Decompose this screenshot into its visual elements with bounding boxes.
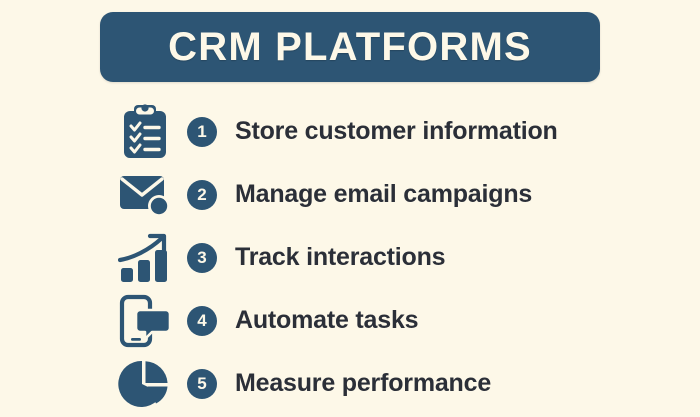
feature-list: 1 Store customer information 2 Manage em… <box>0 100 700 415</box>
list-item-label: Measure performance <box>235 369 492 397</box>
list-item-number: 3 <box>187 242 217 273</box>
list-item-label: Automate tasks <box>235 306 419 334</box>
page-title: CRM PLATFORMS <box>168 25 532 69</box>
list-item-label: Store customer information <box>235 117 558 145</box>
clipboard-checklist-icon <box>105 103 185 160</box>
mobile-chat-icon <box>105 294 185 348</box>
list-item: 5 Measure performance <box>0 352 700 415</box>
pie-chart-icon <box>105 358 185 410</box>
list-item-number: 2 <box>187 179 217 210</box>
list-item-number: 1 <box>187 116 217 147</box>
list-item: 3 Track interactions <box>0 226 700 289</box>
list-item: 2 Manage email campaigns <box>0 163 700 226</box>
list-item: 1 Store customer information <box>0 100 700 163</box>
list-item-label: Track interactions <box>235 243 446 271</box>
list-item-label: Manage email campaigns <box>235 180 533 208</box>
title-banner: CRM PLATFORMS <box>100 12 600 82</box>
list-item-number: 5 <box>187 368 217 399</box>
envelope-notification-icon <box>105 170 185 220</box>
list-item: 4 Automate tasks <box>0 289 700 352</box>
list-item-number: 4 <box>187 305 217 336</box>
bar-chart-growth-icon <box>105 232 185 284</box>
